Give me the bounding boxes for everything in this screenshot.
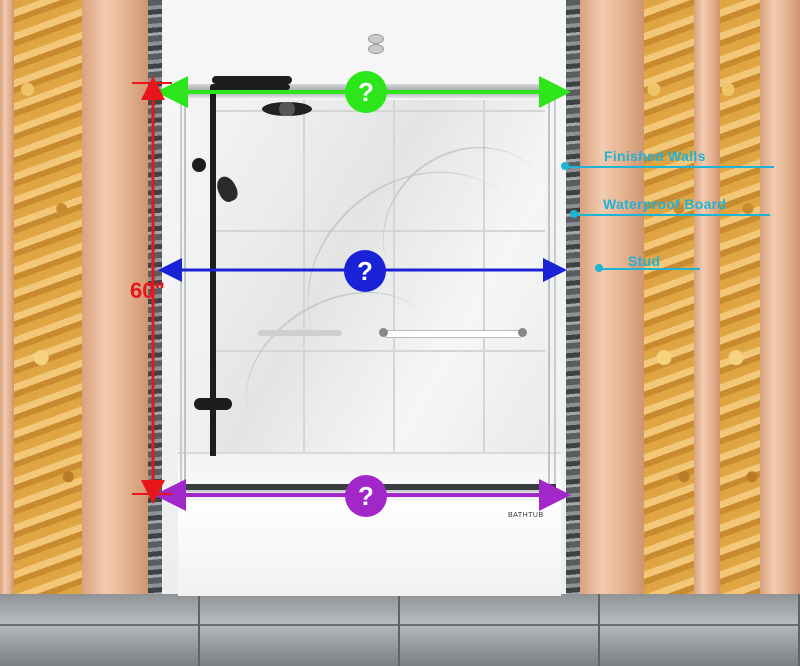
tile-floor xyxy=(0,594,800,666)
door-towel-bar-handle xyxy=(379,328,527,338)
stud-right-2 xyxy=(694,0,720,596)
ceiling-light xyxy=(368,34,384,44)
finished-walls-label: Finished Walls xyxy=(604,148,706,164)
height-dimension-label: 60" xyxy=(130,278,165,303)
ceiling-light xyxy=(368,44,384,54)
stud-label: Stud xyxy=(628,253,661,269)
stud-right-3 xyxy=(760,0,800,596)
stud-leader-line xyxy=(602,268,700,270)
stud-pointer-dot xyxy=(595,264,603,272)
shower-valve xyxy=(194,398,232,410)
osb-left-1 xyxy=(14,0,82,596)
stud-left-2 xyxy=(82,0,148,596)
top-width-question-badge: ? xyxy=(345,71,387,113)
finished-walls-pointer-dot xyxy=(561,162,569,170)
waterproof-board-pointer-dot xyxy=(570,210,578,218)
door-handle-reflection xyxy=(258,330,342,336)
waterproof-board-leader-line xyxy=(577,214,770,216)
finished-walls-leader-line xyxy=(568,166,774,168)
door-panel-edge xyxy=(548,90,550,488)
door-panel-edge xyxy=(184,90,186,488)
osb-right-2 xyxy=(720,0,760,596)
stud-right-1 xyxy=(580,0,644,596)
middle-width-question-badge: ? xyxy=(344,250,386,292)
waterproof-board-label: Waterproof Board xyxy=(603,196,727,212)
stud-left-1 xyxy=(0,0,14,596)
osb-right-1 xyxy=(644,0,694,596)
waterproof-board-right xyxy=(566,0,580,596)
shower-knob xyxy=(192,158,206,172)
bottom-width-question-badge: ? xyxy=(345,475,387,517)
bathtub-label: BATHTUB xyxy=(508,512,544,519)
